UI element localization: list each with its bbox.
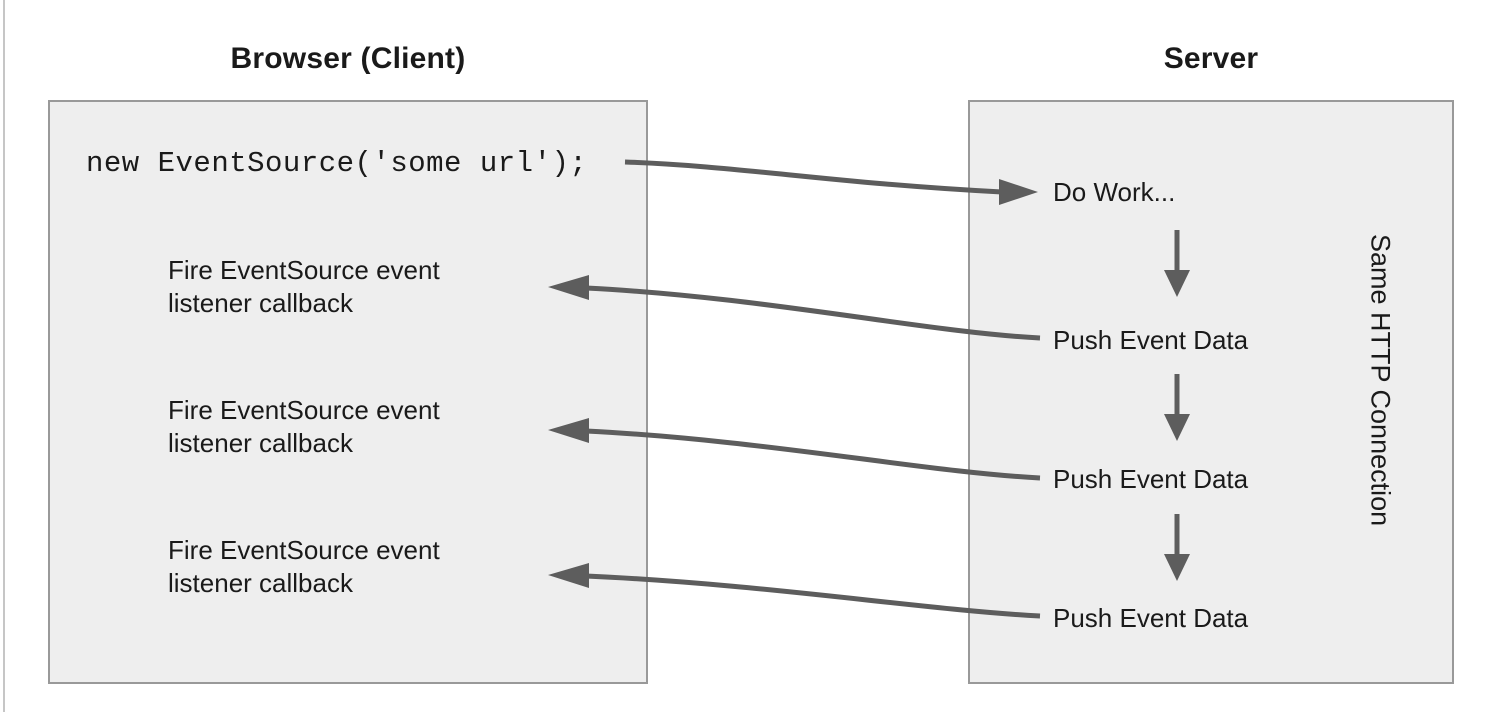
page-left-border bbox=[3, 0, 5, 712]
same-http-connection-label: Same HTTP Connection bbox=[1365, 233, 1396, 527]
push-event-label-2: Push Event Data bbox=[1053, 464, 1249, 494]
eventsource-code: new EventSource('some url'); bbox=[86, 147, 588, 180]
callback-label-1: Fire EventSource event listener callback bbox=[168, 255, 440, 318]
push-event-label-3: Push Event Data bbox=[1053, 603, 1249, 633]
push-event-label-1: Push Event Data bbox=[1053, 325, 1249, 355]
callback-label-3: Fire EventSource event listener callback bbox=[168, 535, 440, 598]
callback-label-2: Fire EventSource event listener callback bbox=[168, 395, 440, 458]
do-work-label: Do Work... bbox=[1053, 177, 1176, 207]
server-box bbox=[968, 100, 1454, 684]
server-title: Server bbox=[1163, 42, 1259, 75]
client-title: Browser (Client) bbox=[230, 42, 466, 75]
